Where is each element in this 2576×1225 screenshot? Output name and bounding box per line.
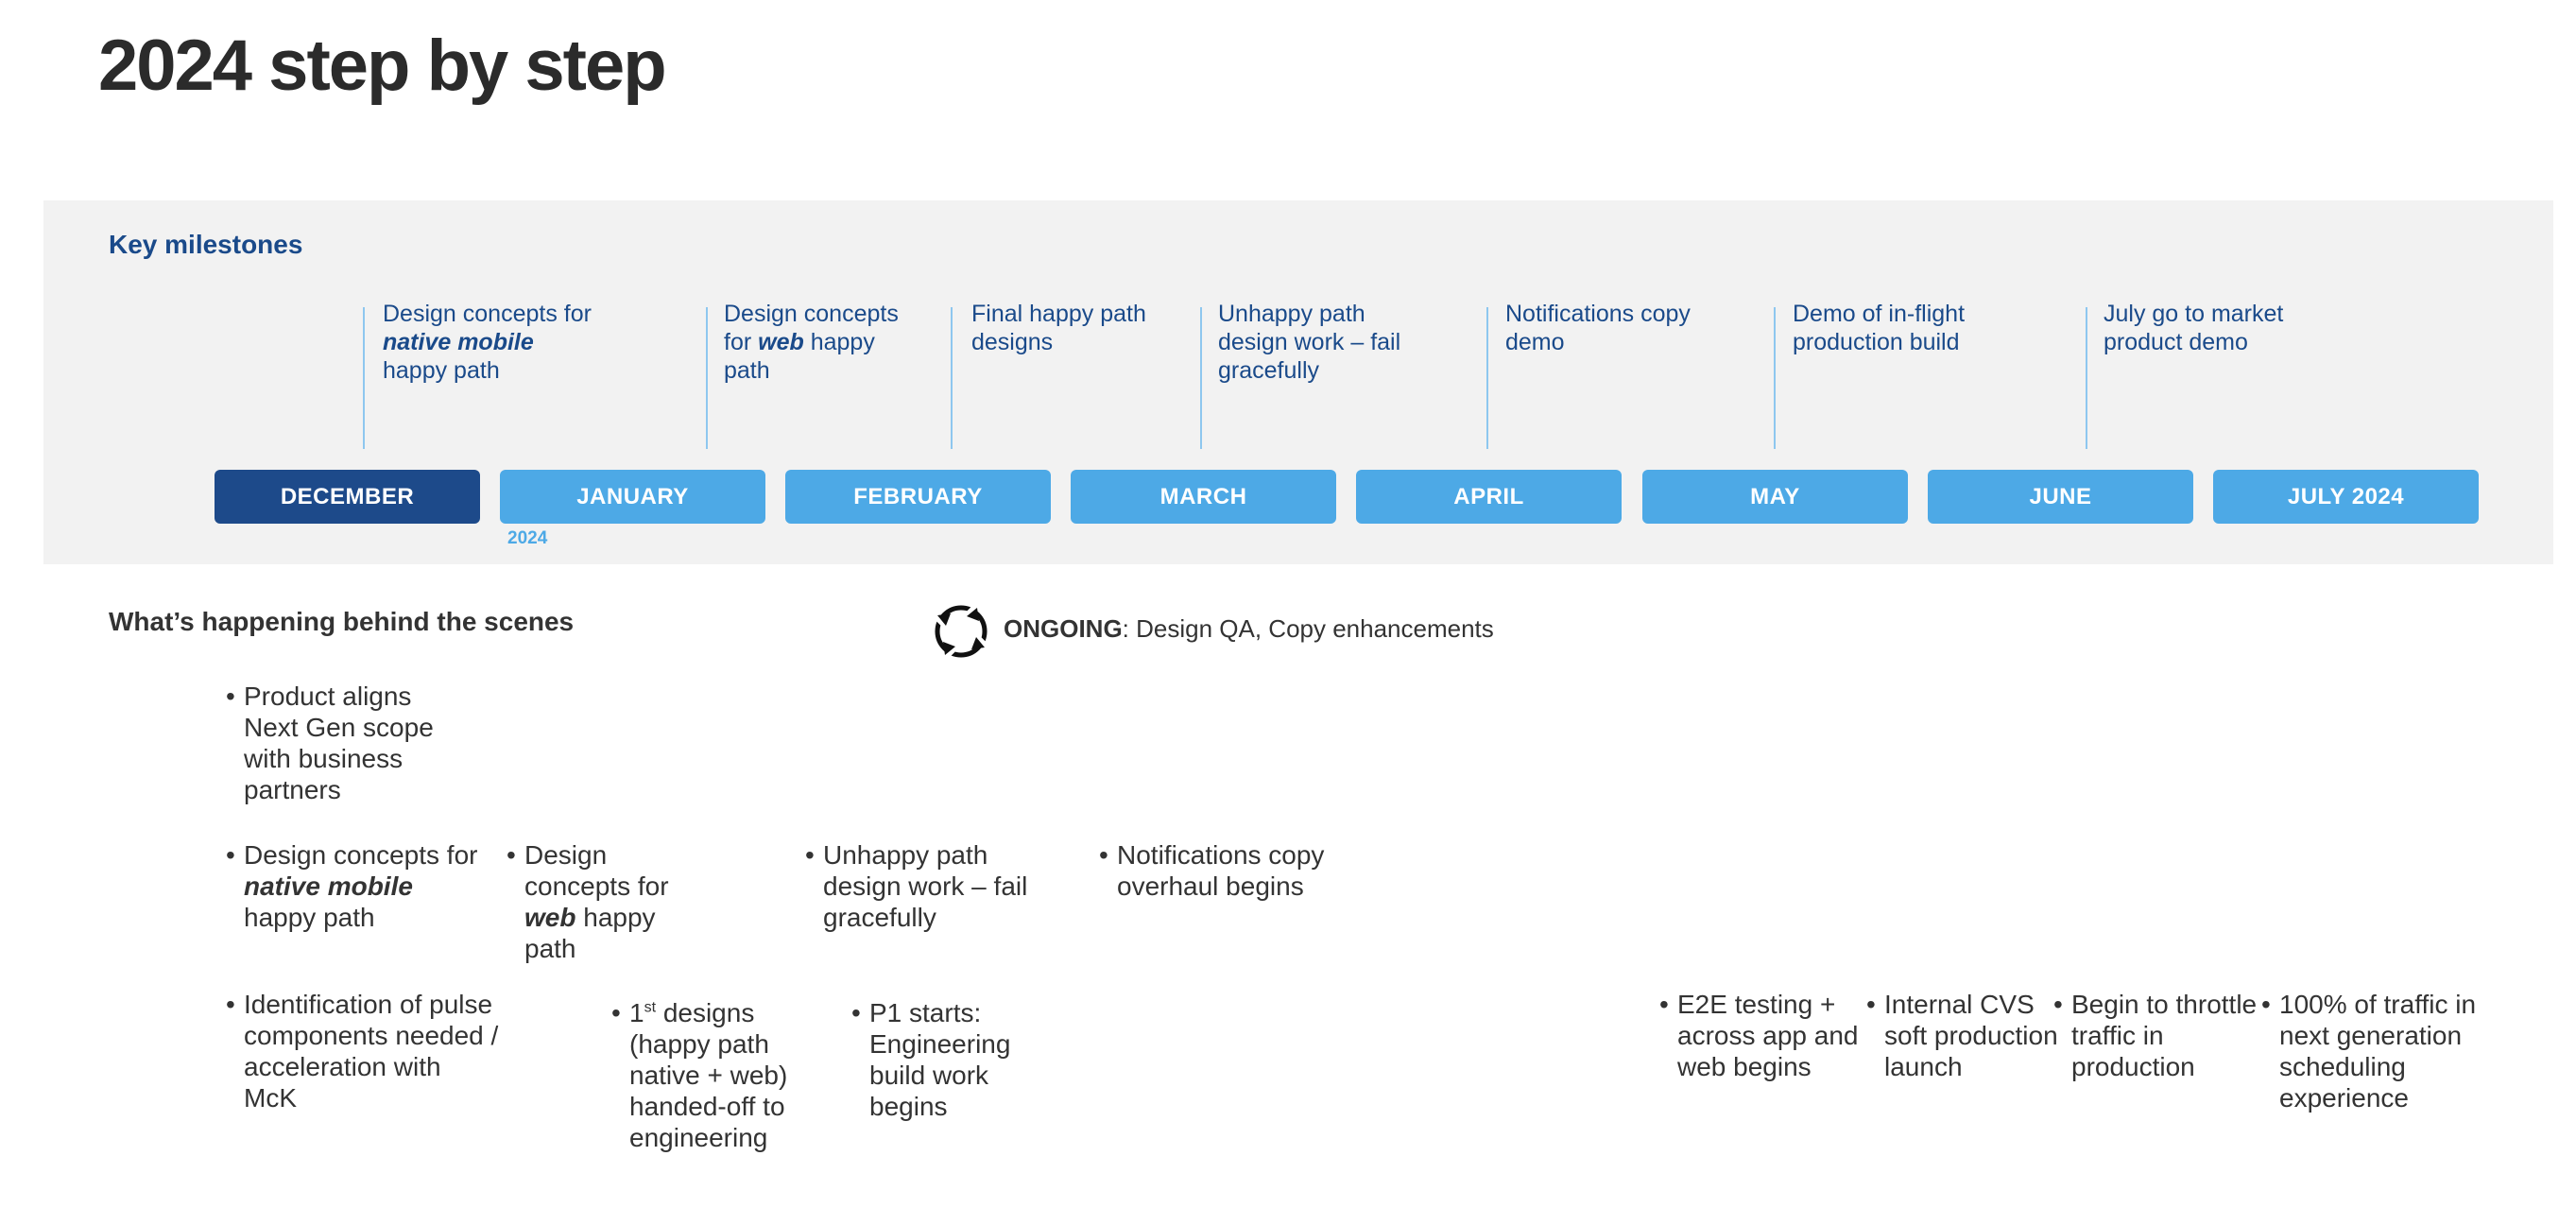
milestone-inflight-demo: Demo of in-flight production build [1793, 301, 1966, 355]
list-item: 1st designs (happy path native + web) ha… [611, 997, 833, 1153]
milestone-unhappy-path: Unhappy path design work – fail graceful… [1218, 301, 1401, 384]
milestone-web-concepts: Design concepts for web happy path [724, 301, 899, 384]
ongoing-note: ONGOING: Design QA, Copy enhancements [1004, 614, 1494, 643]
milestone-line [1774, 307, 1776, 449]
month-february: FEBRUARY [785, 470, 1051, 524]
milestone-notifications-demo: Notifications copy demo [1505, 301, 1691, 355]
list-item: Unhappy path design work – fail graceful… [805, 839, 1045, 933]
milestone-line [1200, 307, 1202, 449]
milestone-line [951, 307, 953, 449]
list-item: E2E testing + across app and web begins [1659, 989, 1880, 1082]
behind-scenes-heading: What’s happening behind the scenes [109, 607, 575, 636]
list-item: Identification of pulse components neede… [226, 989, 499, 1113]
list-item: 100% of traffic in next generation sched… [2261, 989, 2482, 1113]
list-item: P1 starts: Engineering build work begins [851, 997, 1058, 1122]
milestone-line [1486, 307, 1488, 449]
cycle-arrows-icon [933, 603, 989, 660]
list-item: Internal CVS soft production launch [1866, 989, 2078, 1082]
list-item: Notifications copy overhaul begins [1099, 839, 1330, 902]
month-july-2024: JULY 2024 [2213, 470, 2479, 524]
milestone-line [2086, 307, 2087, 449]
month-december: DECEMBER [215, 470, 480, 524]
milestone-line [363, 307, 365, 449]
key-milestones-heading: Key milestones [109, 230, 303, 259]
month-june: JUNE [1928, 470, 2193, 524]
milestone-line [706, 307, 708, 449]
month-march: MARCH [1071, 470, 1336, 524]
page-title: 2024 step by step [98, 26, 667, 106]
milestone-final-happy-path: Final happy path designs [971, 301, 1146, 355]
list-item: Product aligns Next Gen scope with busin… [226, 681, 471, 805]
month-may: MAY [1642, 470, 1908, 524]
milestone-july-demo: July go to market product demo [2104, 301, 2284, 355]
year-label: 2024 [507, 528, 548, 548]
list-item: Begin to throttle traffic in production [2053, 989, 2275, 1082]
list-item: Design concepts for web happy path [507, 839, 713, 964]
month-january: JANUARY [500, 470, 765, 524]
list-item: Design concepts for native mobile happy … [226, 839, 480, 933]
month-april: APRIL [1356, 470, 1622, 524]
